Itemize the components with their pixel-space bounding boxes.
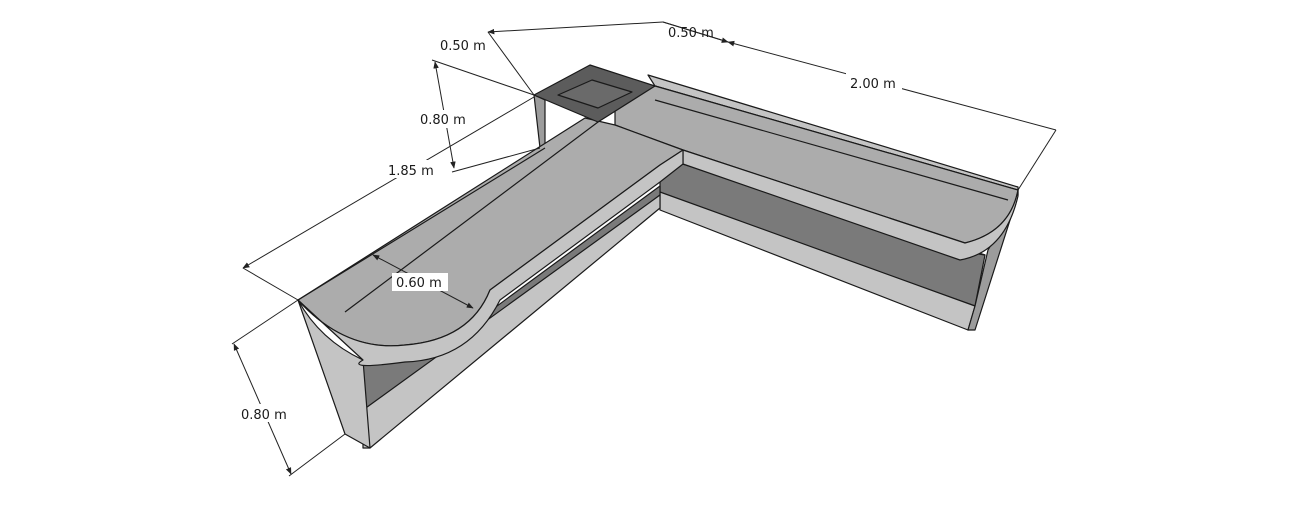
column-side-face <box>533 94 546 149</box>
long-arm-front-lip <box>682 149 1019 261</box>
column-cap-inset <box>557 79 633 109</box>
dim-label-column-height: 0.80 m <box>420 113 466 128</box>
short-arm-front-lip <box>297 149 684 367</box>
long-arm-setback-line <box>654 99 1009 201</box>
dim-ext <box>451 147 541 173</box>
short-arm-end-face <box>297 299 371 449</box>
dim-label-top-right-width: 0.50 m <box>668 26 714 41</box>
dim-ext <box>431 59 535 96</box>
dim-line-top-right <box>662 21 729 43</box>
dim-line-short-arm <box>242 96 535 269</box>
dim-ext <box>231 299 299 345</box>
short-arm-back-edge <box>297 147 546 301</box>
countertop-geometry <box>297 64 1019 449</box>
dim-ext <box>242 267 299 301</box>
dim-label-top-left-width: 0.50 m <box>440 39 486 54</box>
dim-line-top-left <box>487 21 664 35</box>
dim-label-front-height: 0.80 m <box>241 408 287 423</box>
dim-ext <box>288 433 346 477</box>
dim-label-top-depth: 0.60 m <box>396 276 442 291</box>
dim-ext <box>1017 129 1057 191</box>
dim-label-long-arm-length: 2.00 m <box>850 77 896 92</box>
dimension-annotations: 0.50 m 0.50 m 2.00 m 0.80 m 1.85 m 0.60 … <box>231 21 1057 477</box>
dim-ext <box>487 31 535 96</box>
dim-label-short-arm-length: 1.85 m <box>388 164 434 179</box>
